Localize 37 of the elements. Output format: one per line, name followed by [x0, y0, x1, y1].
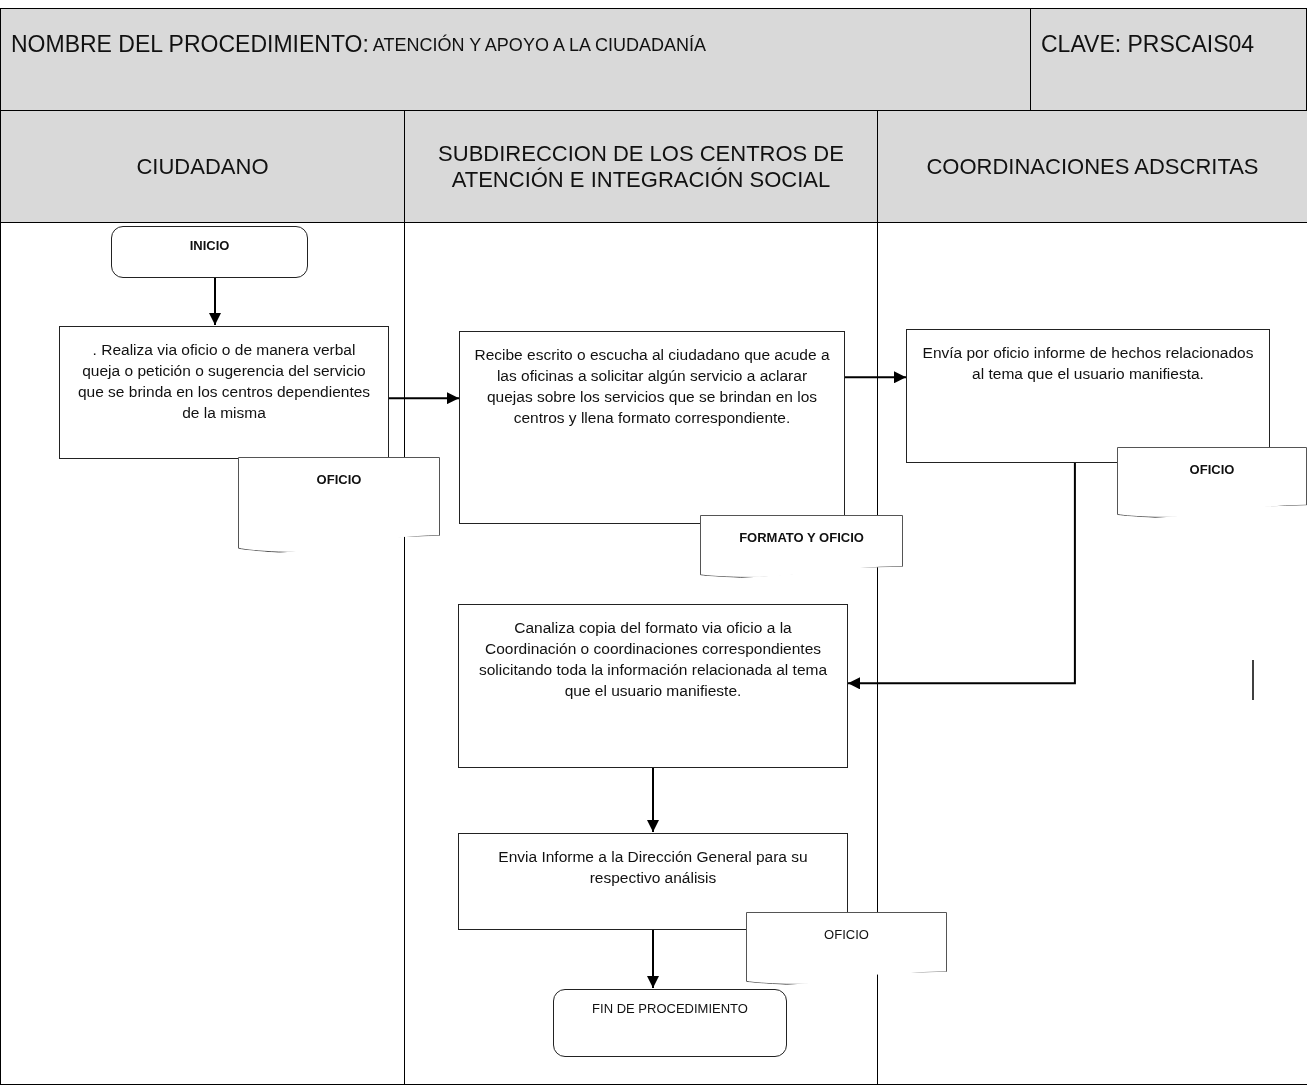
- terminal-box: [111, 226, 308, 278]
- lane-header: SUBDIRECCION DE LOS CENTROS DE ATENCIÓN E INTEGRACIÓN SOCIAL: [405, 111, 877, 223]
- arrow: [844, 371, 907, 384]
- node-label: FIN DE PROCEDIMIENTO: [592, 1000, 748, 1017]
- swimlane: [405, 110, 878, 1085]
- lane-header: CIUDADANO: [1, 111, 404, 223]
- swimlane: [0, 110, 405, 1085]
- node-label: . Realiza via oficio o de manera verbal queja o petición o sugerencia del servicio que se brinda en los centros dependientes de la misma: [76, 340, 372, 423]
- arrow: [847, 461, 1076, 690]
- header-label: NOMBRE DEL PROCEDIMIENTO:: [11, 31, 369, 58]
- swimlane: [878, 110, 1307, 1085]
- document-shape: [746, 912, 947, 985]
- process-box: [458, 833, 848, 930]
- document-shape: [700, 515, 903, 578]
- node-label: FORMATO Y OFICIO: [739, 529, 864, 546]
- node-label: Envia Informe a la Dirección General para su respectivo análisis: [497, 847, 809, 888]
- procedure-code: CLAVE: PRSCAIS04: [1041, 31, 1255, 58]
- node-label: Recibe escrito o escucha al ciudadano que acude a las oficinas a solicitar algún servicio a aclarar quejas sobre los servicios que se brindan en los centros y llena formato correspondiente.: [474, 345, 830, 428]
- arrow: [209, 276, 221, 326]
- terminal-box: [553, 989, 787, 1057]
- process-box: [459, 331, 845, 524]
- document-shape: [1117, 447, 1307, 518]
- procedure-name: ATENCIÓN Y APOYO A LA CIUDADANÍA: [372, 35, 706, 56]
- node-label: OFICIO: [1189, 461, 1235, 478]
- process-box: [458, 604, 848, 768]
- lane-header: COORDINACIONES ADSCRITAS: [878, 111, 1307, 223]
- process-box: [906, 329, 1270, 463]
- arrow: [387, 392, 460, 405]
- node-label: Envía por oficio informe de hechos relacionados al tema que el usuario manifiesta.: [921, 343, 1255, 384]
- node-label: Canaliza copia del formato via oficio a la Coordinación o coordinaciones correspondientes solicitando toda la información relacionada al tema que el usuario manifieste.: [477, 618, 829, 701]
- process-box: [59, 326, 389, 459]
- document-shape: [238, 457, 440, 553]
- node-label: INICIO: [189, 237, 230, 254]
- arrow: [647, 928, 659, 989]
- arrow: [647, 766, 659, 833]
- node-label: OFICIO: [316, 471, 362, 488]
- node-label: OFICIO: [824, 926, 869, 943]
